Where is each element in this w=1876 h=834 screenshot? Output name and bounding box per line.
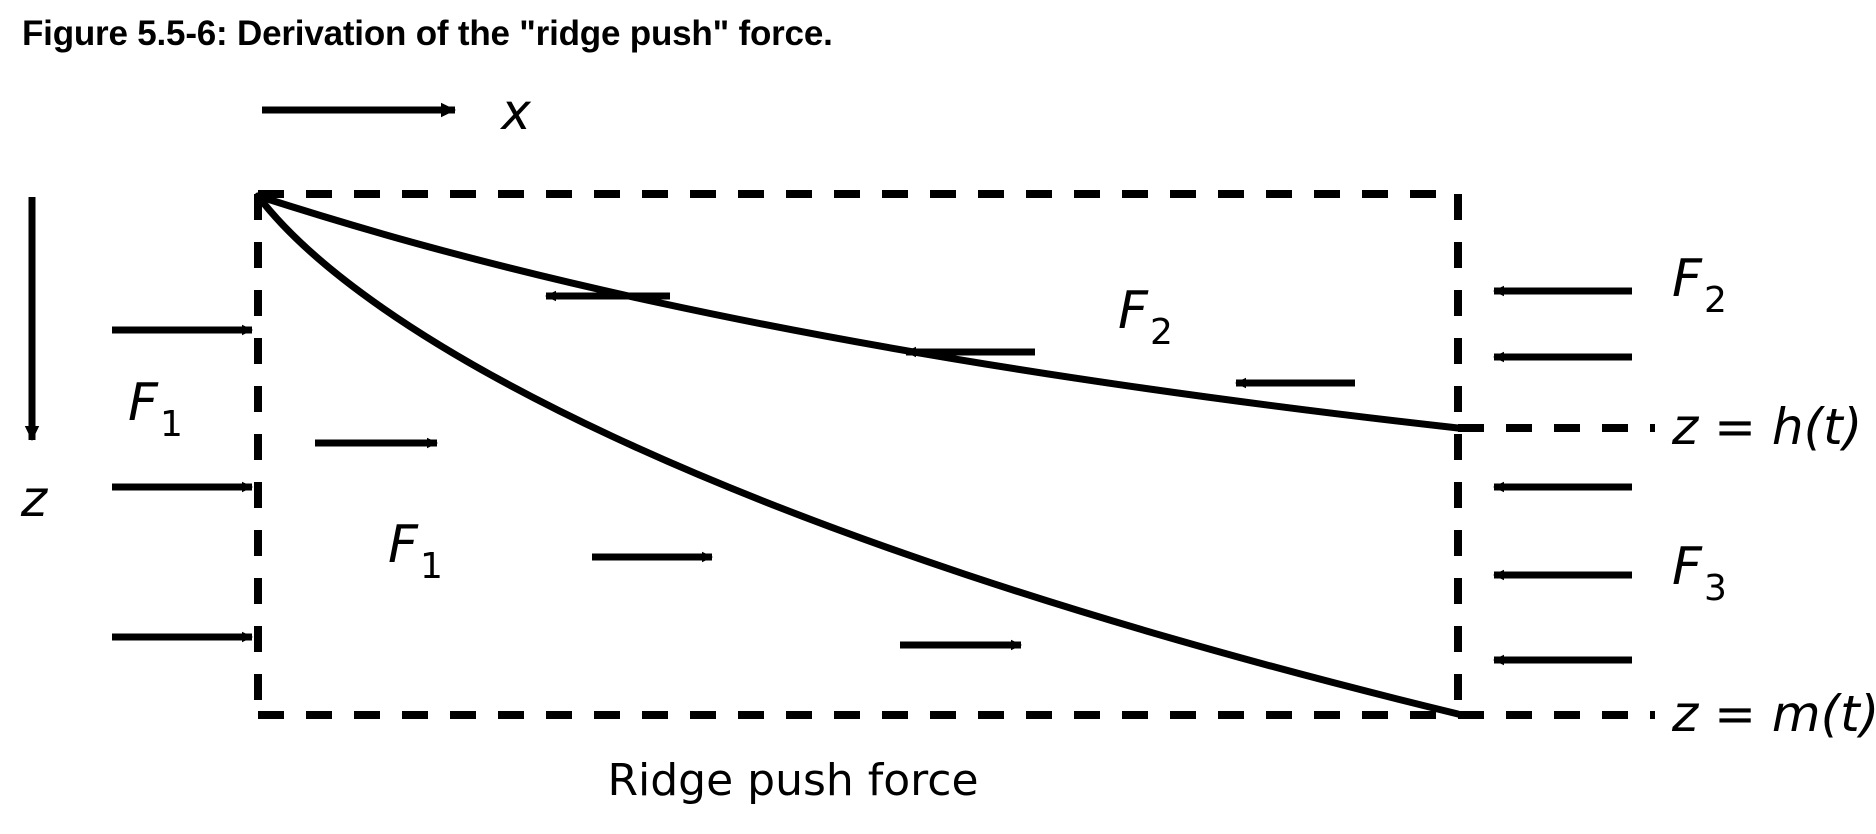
boundary-curves — [254, 192, 1462, 718]
f2-outer-label: F — [1672, 249, 1703, 309]
z-axis-label: z — [20, 470, 49, 528]
f1-outer-label-group: F 1 — [128, 373, 183, 445]
f1-interior-label-group: F 1 — [388, 515, 443, 587]
f1-interior-label: F — [388, 515, 419, 575]
f3-outer-label-subscript: 3 — [1704, 568, 1727, 609]
x-axis-label: x — [499, 83, 531, 141]
figure-title: Figure 5.5-6: Derivation of the "ridge p… — [22, 14, 833, 53]
f2-interior-label: F — [1118, 281, 1149, 341]
f3-outer-label: F — [1672, 537, 1703, 597]
z-axis-group: z — [20, 197, 49, 528]
f1-outer-label: F — [128, 373, 159, 433]
f3-outer-arrows — [1493, 481, 1632, 666]
f1-interior-label-subscript: 1 — [420, 546, 443, 587]
control-volume-box — [254, 190, 1462, 719]
f3-outer-label-group: F 3 — [1672, 537, 1727, 609]
f1-outer-label-subscript: 1 — [160, 404, 183, 445]
reference-levels — [1458, 424, 1655, 719]
upper-boundary-curve — [254, 192, 1462, 432]
figure-caption: Ridge push force — [607, 755, 979, 806]
f2-outer-label-group: F 2 — [1672, 249, 1727, 321]
f2-outer-arrows — [1493, 285, 1632, 363]
f2-outer-label-subscript: 2 — [1704, 280, 1727, 321]
level-label-m: z = m(t) — [1671, 685, 1876, 743]
figure-caption-wrapper: Ridge push force — [0, 755, 1876, 806]
lower-boundary-curve — [254, 192, 1462, 718]
level-label-h: z = h(t) — [1671, 398, 1862, 456]
f2-interior-label-group: F 2 — [1118, 281, 1173, 353]
f1-outer-arrows — [112, 324, 253, 643]
f2-interior-arrows — [545, 290, 1355, 389]
f2-interior-label-subscript: 2 — [1150, 312, 1173, 353]
f1-interior-arrows — [315, 437, 1022, 651]
x-axis-group: x — [262, 83, 531, 141]
